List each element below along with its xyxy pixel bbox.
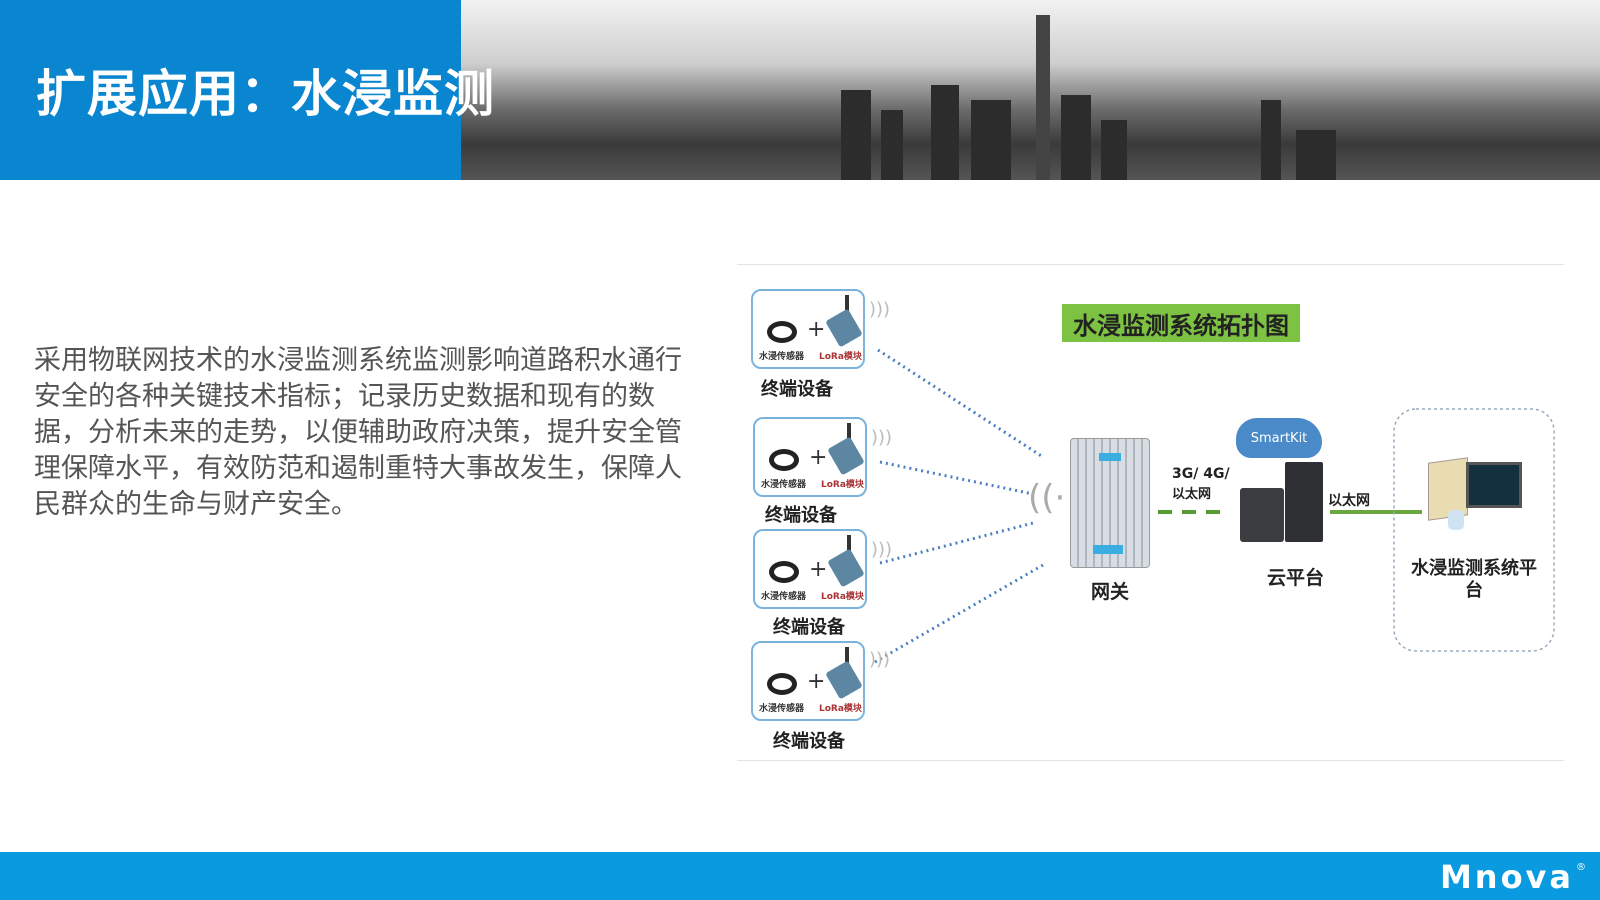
lora-module-icon xyxy=(825,660,863,700)
link-terminal-3 xyxy=(879,521,1034,565)
description-paragraph: 采用物联网技术的水浸监测系统监测影响道路积水通行安全的各种关键技术指标；记录历史… xyxy=(34,345,682,520)
wireless-signal-icon: ))) xyxy=(869,299,891,320)
gateway-device-icon xyxy=(1070,438,1150,568)
water-sensor-icon xyxy=(767,673,797,695)
diagram-title: 水浸监测系统拓扑图 xyxy=(1062,304,1300,342)
gateway-signal-icon: ((· xyxy=(1028,478,1066,518)
header-city-photo xyxy=(461,0,1600,180)
lora-module-icon xyxy=(827,436,865,476)
water-sensor-icon xyxy=(769,561,799,583)
database-icon xyxy=(1448,510,1464,530)
wireless-signal-icon: ))) xyxy=(871,539,893,560)
water-sensor-icon xyxy=(767,321,797,343)
link-label-cellular: 3G/ 4G/ xyxy=(1172,466,1230,482)
link-terminal-4 xyxy=(874,563,1044,664)
wireless-signal-icon: ))) xyxy=(871,427,893,448)
server-tower-icon xyxy=(1285,462,1323,542)
link-terminal-2 xyxy=(879,460,1034,496)
wireless-signal-icon: ))) xyxy=(869,649,891,670)
lora-module-icon xyxy=(825,308,863,348)
water-sensor-icon xyxy=(769,449,799,471)
lora-module-icon xyxy=(827,548,865,588)
page-title: 扩展应用：水浸监测 xyxy=(36,65,495,123)
cloud-platform-label: 云平台 xyxy=(1267,567,1325,589)
link-terminal-1 xyxy=(877,348,1044,459)
monitor-icon xyxy=(1466,462,1522,508)
cloud-icon: SmartKit xyxy=(1236,418,1322,458)
platform-frame xyxy=(1393,408,1555,652)
title-banner xyxy=(0,0,461,180)
gateway-label: 网关 xyxy=(1091,581,1130,603)
server-small-icon xyxy=(1240,488,1284,542)
footer-bar xyxy=(0,852,1600,900)
divider-top xyxy=(737,264,1564,265)
link-label-ethernet-1: 以太网 xyxy=(1172,487,1212,502)
link-label-ethernet-2: 以太网 xyxy=(1328,493,1370,509)
mnova-logo: Mnova xyxy=(1439,858,1574,896)
divider-bottom xyxy=(737,760,1564,761)
registered-mark: ® xyxy=(1576,862,1586,873)
platform-label: 水浸监测系统平台 xyxy=(1411,558,1537,601)
